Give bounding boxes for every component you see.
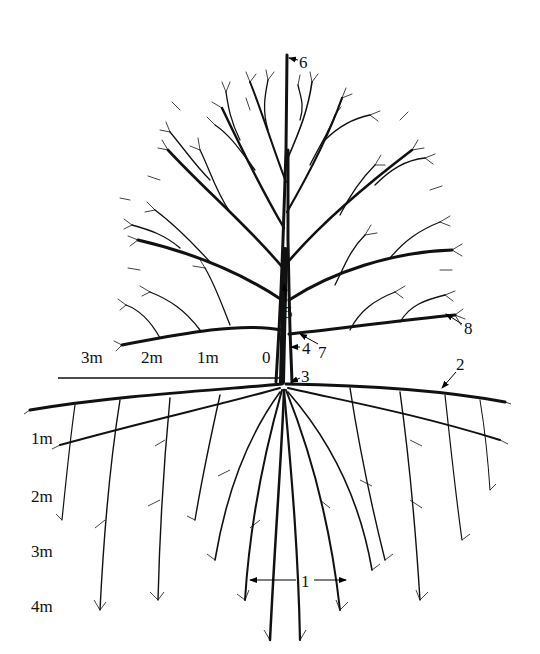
ground-line	[58, 378, 284, 379]
callout-number: 7	[318, 344, 327, 361]
crown	[114, 55, 465, 382]
callout-number: 8	[464, 320, 473, 337]
callout-number: 5	[284, 304, 293, 321]
leader-arrows	[250, 58, 462, 580]
scale-label: 3m	[81, 349, 103, 366]
depth-label: 4m	[31, 598, 53, 615]
callout-number: 4	[302, 340, 311, 357]
scale-label: 0	[262, 349, 271, 366]
callout-number: 6	[299, 54, 308, 71]
depth-label: 1m	[31, 430, 53, 447]
scale-label: 1m	[197, 349, 219, 366]
root-system	[30, 384, 505, 640]
scale-label: 2m	[141, 349, 163, 366]
callout-number: 2	[456, 356, 465, 373]
callout-number: 3	[301, 368, 310, 385]
callout-number: 1	[301, 573, 310, 590]
root-hairs	[24, 402, 511, 640]
depth-label: 3m	[31, 543, 53, 560]
depth-label: 2m	[31, 488, 53, 505]
